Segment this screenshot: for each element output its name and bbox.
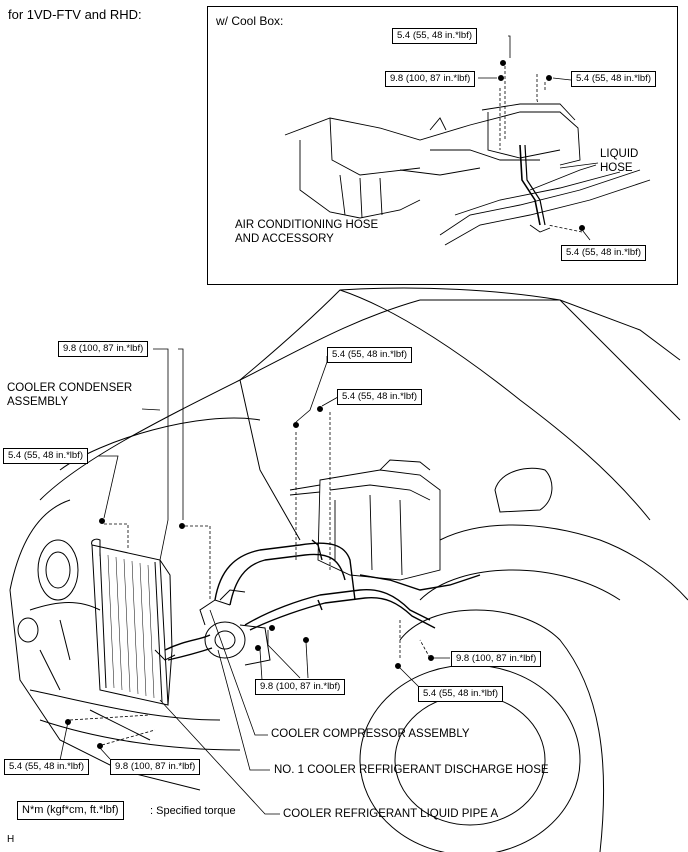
refrigerant-pipes	[164, 539, 481, 661]
torque-callout: 5.4 (55, 48 in.*lbf)	[571, 71, 656, 87]
condenser-label: COOLER CONDENSER ASSEMBLY	[7, 382, 133, 408]
compressor-illustration	[199, 589, 271, 666]
torque-callout: 9.8 (100, 87 in.*lbf)	[451, 651, 542, 667]
torque-callout: 5.4 (55, 48 in.*lbf)	[418, 686, 503, 702]
inset-frame	[207, 6, 678, 285]
compressor-label: COOLER COMPRESSOR ASSEMBLY	[271, 728, 470, 740]
ac-hose-label: AIR CONDITIONING HOSE AND ACCESSORY	[235, 219, 379, 245]
inset-console-illustration	[284, 103, 651, 246]
torque-callout: 9.8 (100, 87 in.*lbf)	[58, 341, 149, 357]
figure-code: H	[7, 834, 15, 845]
bolts	[65, 60, 585, 749]
legend-description: : Specified torque	[150, 805, 236, 817]
torque-callout: 5.4 (55, 48 in.*lbf)	[4, 759, 89, 775]
liquid-pipe-label: COOLER REFRIGERANT LIQUID PIPE A	[283, 808, 499, 820]
torque-callout: 5.4 (55, 48 in.*lbf)	[327, 347, 412, 363]
torque-callout: 9.8 (100, 87 in.*lbf)	[385, 71, 476, 87]
condenser-illustration	[91, 538, 176, 706]
torque-callout: 5.4 (55, 48 in.*lbf)	[337, 389, 422, 405]
torque-callout: 9.8 (100, 87 in.*lbf)	[255, 679, 346, 695]
inset-leaders	[478, 35, 599, 241]
legend-unit-box: N*m (kgf*cm, ft.*lbf)	[17, 801, 124, 820]
discharge-hose-label: NO. 1 COOLER REFRIGERANT DISCHARGE HOSE	[274, 764, 549, 776]
torque-callout: 5.4 (55, 48 in.*lbf)	[392, 28, 477, 44]
hvac-unit-illustration	[289, 459, 441, 581]
variant-label: for 1VD-FTV and RHD:	[8, 7, 142, 22]
torque-callout: 5.4 (55, 48 in.*lbf)	[561, 245, 646, 261]
liquid-hose-label: LIQUID HOSE	[600, 148, 639, 174]
torque-callout: 5.4 (55, 48 in.*lbf)	[3, 448, 88, 464]
inset-title: w/ Cool Box:	[216, 14, 284, 28]
main-leaders	[57, 348, 450, 815]
torque-callout: 9.8 (100, 87 in.*lbf)	[110, 759, 201, 775]
